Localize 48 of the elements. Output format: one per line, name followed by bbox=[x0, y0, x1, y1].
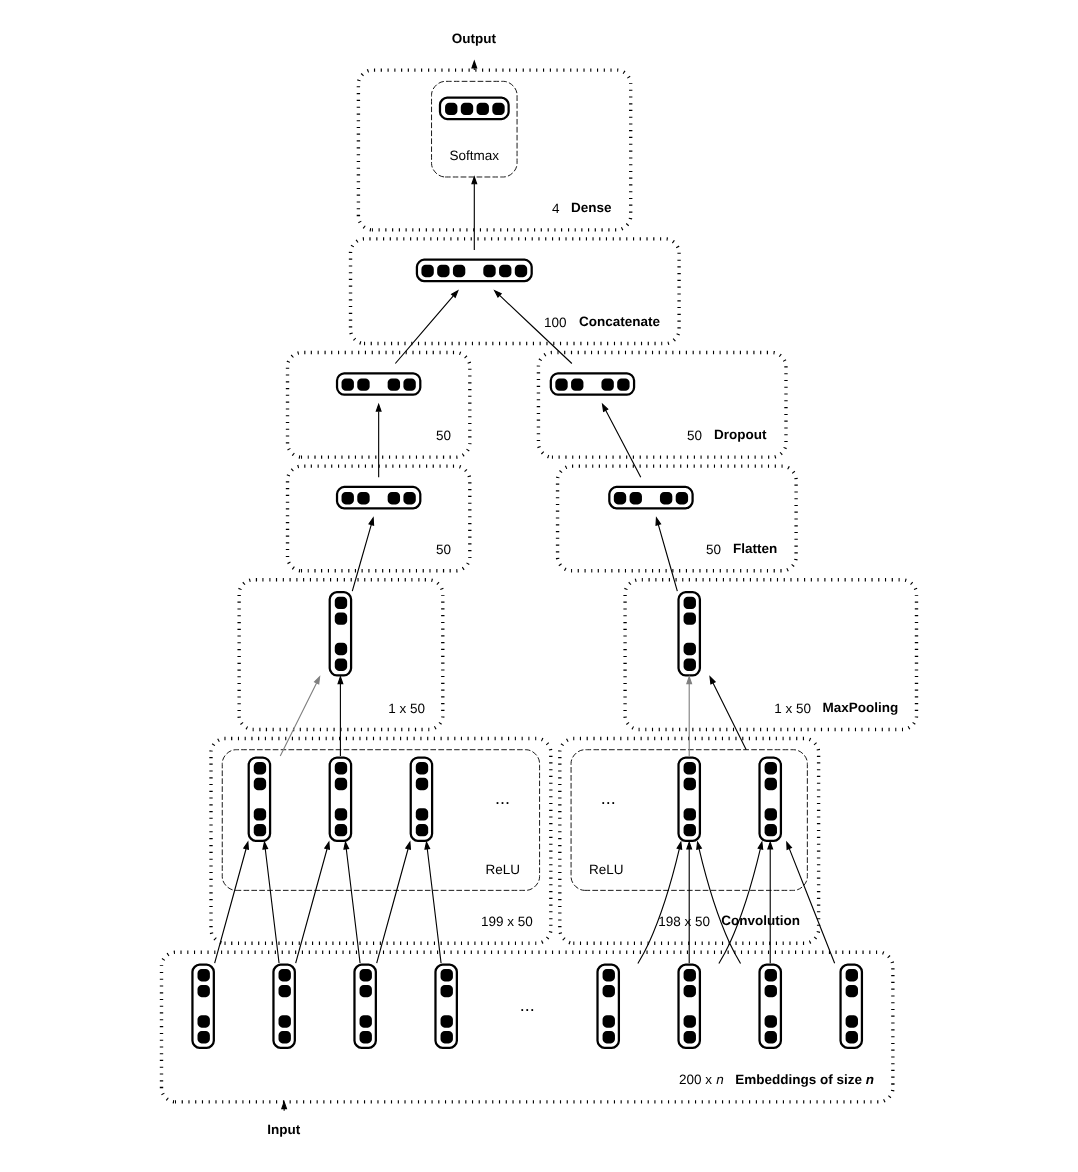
arrow bbox=[655, 516, 678, 592]
node-capsule bbox=[677, 963, 702, 1049]
node-capsule bbox=[434, 963, 458, 1049]
node-capsule bbox=[247, 756, 272, 842]
arrow bbox=[337, 675, 344, 757]
node-capsule bbox=[328, 756, 353, 842]
arrow bbox=[709, 675, 747, 751]
arrow bbox=[375, 402, 382, 478]
arrow bbox=[767, 840, 774, 964]
arrow bbox=[394, 289, 459, 365]
cluster bbox=[285, 464, 472, 573]
arrow bbox=[295, 840, 330, 964]
arrow bbox=[471, 175, 478, 251]
node-capsule bbox=[415, 258, 533, 283]
node-capsule bbox=[596, 963, 620, 1049]
node-capsule bbox=[409, 756, 434, 842]
node-capsule bbox=[758, 756, 783, 842]
arrow bbox=[696, 840, 742, 965]
cluster bbox=[237, 578, 445, 732]
node-capsule bbox=[839, 963, 864, 1049]
node-capsule bbox=[353, 963, 377, 1049]
node-capsule bbox=[328, 591, 353, 677]
node-capsule bbox=[549, 372, 636, 396]
label: ... bbox=[519, 994, 535, 1015]
node-capsule bbox=[758, 963, 783, 1049]
arrow bbox=[343, 840, 361, 964]
node-capsule bbox=[608, 485, 694, 510]
node-capsule bbox=[335, 485, 422, 510]
arrow bbox=[786, 840, 836, 964]
arrow bbox=[279, 675, 321, 757]
cluster bbox=[209, 736, 553, 945]
node-capsule bbox=[677, 591, 702, 677]
node-capsule bbox=[191, 963, 215, 1049]
arrow bbox=[686, 840, 693, 964]
arrow bbox=[351, 516, 375, 592]
arrow bbox=[262, 840, 280, 964]
label: ... bbox=[494, 787, 510, 808]
node-capsule bbox=[677, 756, 702, 842]
node-capsule bbox=[272, 963, 296, 1049]
label: ... bbox=[600, 787, 616, 808]
node-capsule bbox=[438, 96, 510, 121]
arrow bbox=[637, 840, 683, 965]
arrow bbox=[376, 840, 411, 964]
cluster bbox=[285, 350, 472, 459]
arrow bbox=[686, 675, 693, 757]
arrow bbox=[281, 1100, 288, 1112]
node-capsule bbox=[335, 372, 422, 396]
arrow bbox=[424, 840, 442, 964]
